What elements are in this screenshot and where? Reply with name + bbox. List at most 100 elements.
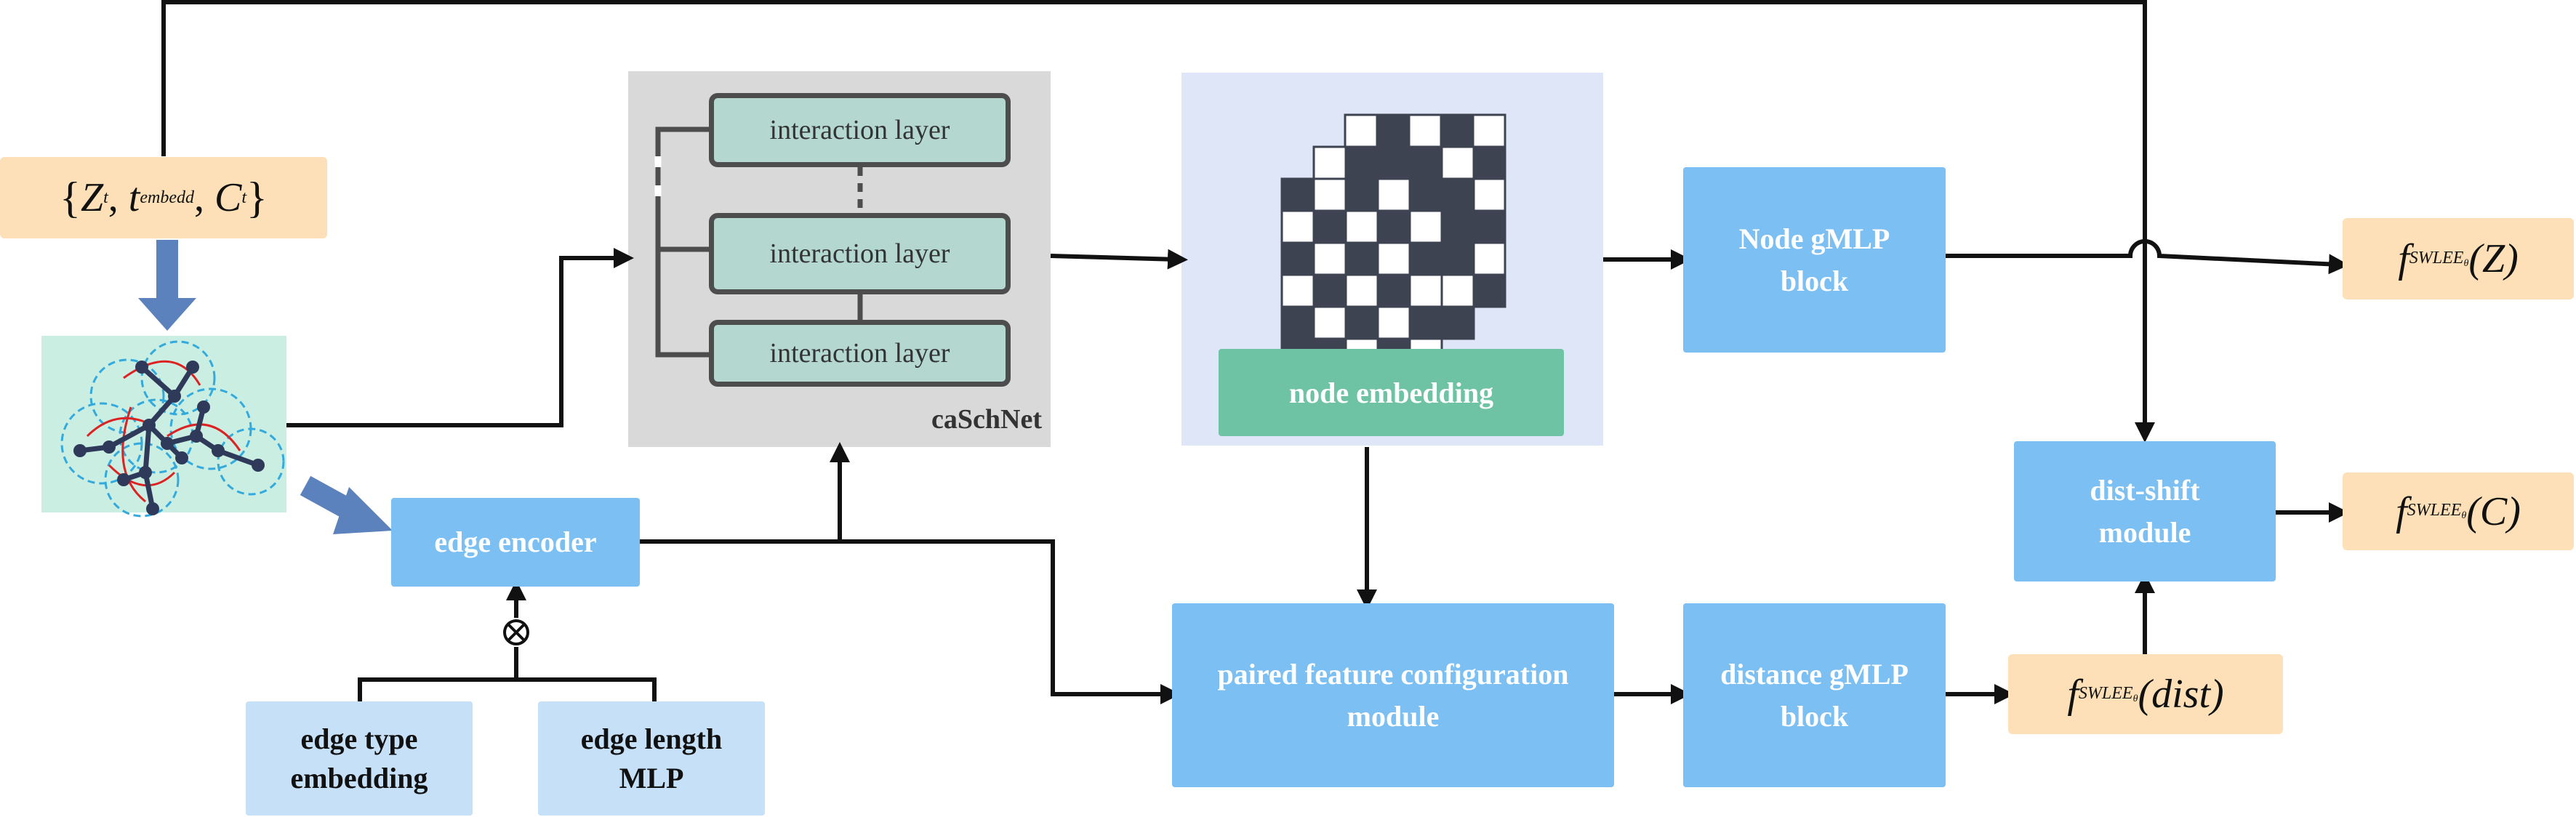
embedding-cell bbox=[1440, 177, 1475, 212]
embedding-cell bbox=[1472, 177, 1506, 212]
embedding-cell bbox=[1408, 177, 1443, 212]
embedding-cell bbox=[1440, 305, 1475, 340]
embedding-cell bbox=[1472, 273, 1506, 308]
output-z-f: f bbox=[2398, 236, 2410, 281]
embedding-cell bbox=[1408, 305, 1443, 340]
output-z-subsub: θ bbox=[2463, 257, 2469, 269]
input-brace-open: { bbox=[60, 173, 81, 222]
node-embedding-box: node embedding bbox=[1219, 349, 1564, 436]
embedding-cell bbox=[1472, 113, 1506, 148]
edge-encoder-box: edge encoder bbox=[391, 498, 640, 587]
dist-shift-line-1: dist-shift bbox=[2090, 473, 2200, 507]
interaction-layer-1-label: interaction layer bbox=[769, 115, 950, 145]
embedding-cell bbox=[1344, 209, 1379, 244]
edge-length-mlp-line-2: MLP bbox=[619, 761, 684, 794]
interaction-layer-2-label: interaction layer bbox=[769, 238, 950, 269]
embedding-cell bbox=[1440, 113, 1474, 148]
embedding-cell bbox=[1440, 273, 1475, 308]
embedding-cell bbox=[1344, 273, 1379, 308]
embedding-cell bbox=[1312, 273, 1347, 308]
embedding-cell bbox=[1376, 209, 1411, 244]
molecule-to-caschnet-line bbox=[286, 248, 634, 427]
output-dist-arg: (dist) bbox=[2138, 672, 2224, 717]
edge-length-mlp-line-1: edge length bbox=[580, 722, 723, 755]
input-to-molecule-arrow bbox=[138, 240, 196, 331]
embedding-cell bbox=[1344, 113, 1379, 148]
edge-type-embedding-line-2: embedding bbox=[290, 761, 428, 794]
interaction-layer-1: interaction layer bbox=[709, 93, 1011, 167]
embedding-cell bbox=[1472, 145, 1506, 180]
embedding-cell bbox=[1344, 305, 1379, 340]
node-gmlp-line-2: block bbox=[1780, 264, 1849, 297]
output-dist-subsub: θ bbox=[2132, 693, 2138, 704]
embedding-cell bbox=[1408, 145, 1443, 180]
edge-type-embedding-line-1: edge type bbox=[300, 722, 418, 755]
embedding-cell bbox=[1344, 177, 1379, 212]
embedding-cell bbox=[1472, 209, 1506, 244]
input-z: Z bbox=[80, 175, 104, 220]
embedding-cell bbox=[1440, 145, 1475, 180]
embedding-cell bbox=[1312, 145, 1347, 180]
dist-shift-line-2: module bbox=[2098, 515, 2191, 549]
edge-encoder-to-paired-line bbox=[840, 539, 1181, 704]
output-dist-f: f bbox=[2067, 672, 2079, 717]
caschnet-label: caSchNet bbox=[931, 404, 1042, 435]
node-embedding-grid-icon bbox=[1280, 113, 1506, 372]
node-embedding-label: node embedding bbox=[1288, 376, 1494, 409]
node-gmlp-block: Node gMLP block bbox=[1683, 167, 1946, 353]
edge-type-embedding-box: edge type embedding bbox=[246, 701, 473, 816]
distance-gmlp-line-1: distance gMLP bbox=[1720, 657, 1909, 691]
node-gmlp-line-1: Node gMLP bbox=[1738, 222, 1890, 255]
input-sep-1: , bbox=[108, 175, 129, 220]
embedding-cell bbox=[1408, 209, 1443, 244]
input-c-sub: t bbox=[241, 188, 247, 207]
input-brace-close: } bbox=[246, 173, 268, 222]
paired-feature-configuration-module: paired feature configuration module bbox=[1172, 603, 1614, 787]
interaction-layer-3: interaction layer bbox=[709, 320, 1011, 387]
edge-length-mlp-box: edge length MLP bbox=[538, 701, 765, 816]
molecule-to-edge-encoder-arrow bbox=[300, 475, 393, 534]
embedding-cell bbox=[1344, 145, 1379, 180]
embedding-cell bbox=[1376, 145, 1411, 180]
input-t: t bbox=[128, 175, 140, 220]
interaction-layer-3-label: interaction layer bbox=[769, 338, 950, 369]
distance-gmlp-line-2: block bbox=[1780, 699, 1849, 733]
embedding-cell bbox=[1440, 241, 1475, 276]
edge-encoder-label: edge encoder bbox=[434, 526, 597, 558]
edge-encoder-to-caschnet-line bbox=[640, 442, 850, 544]
distance-gmlp-block: distance gMLP block bbox=[1683, 603, 1946, 787]
output-c-f: f bbox=[2396, 488, 2407, 534]
embedding-cell bbox=[1408, 113, 1443, 148]
embedding-cell bbox=[1376, 177, 1411, 212]
embedding-cell bbox=[1376, 273, 1411, 308]
molecule-panel bbox=[41, 336, 286, 512]
input-sep-2: , bbox=[194, 175, 214, 220]
embedding-cell bbox=[1312, 177, 1347, 212]
embedding-cell bbox=[1280, 177, 1315, 212]
embedding-cell bbox=[1312, 241, 1347, 276]
output-dist-sub: SWLEE bbox=[2078, 683, 2133, 703]
skip-line-to-dist-shift bbox=[161, 0, 2155, 443]
embedding-cell bbox=[1408, 241, 1443, 276]
embedding-cell bbox=[1376, 113, 1411, 148]
output-z-arg: (Z) bbox=[2468, 236, 2519, 281]
embedding-cell bbox=[1408, 273, 1443, 308]
multiply-node bbox=[503, 619, 529, 645]
embedding-cell bbox=[1280, 273, 1315, 308]
paired-feature-line-2: module bbox=[1347, 699, 1440, 733]
molecule-graph-icon bbox=[60, 340, 285, 518]
node-gmlp-to-output-z-line bbox=[1946, 239, 2349, 275]
paired-feature-line-1: paired feature configuration bbox=[1217, 657, 1569, 691]
embedding-cell bbox=[1472, 241, 1506, 276]
input-z-sub: t bbox=[103, 188, 108, 207]
output-c-sub: SWLEE bbox=[2407, 501, 2462, 520]
embedding-cell bbox=[1344, 241, 1379, 276]
output-c-subsub: θ bbox=[2461, 510, 2467, 521]
embedding-cell bbox=[1280, 305, 1315, 340]
input-t-sub: embedd bbox=[140, 188, 194, 207]
embedding-cell bbox=[1280, 241, 1315, 276]
